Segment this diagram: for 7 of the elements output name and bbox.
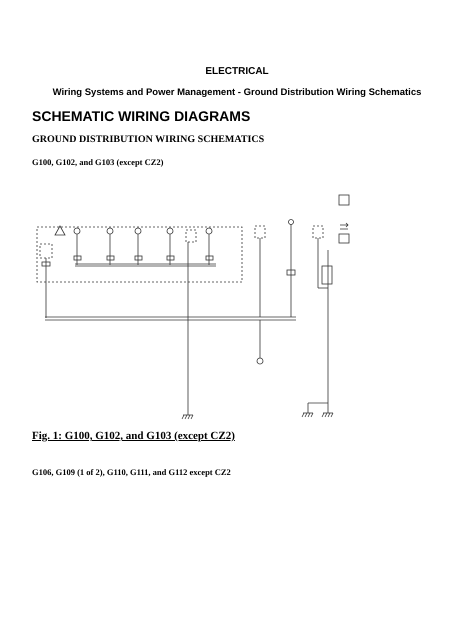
heading-text: G106, G109 (1 of 2), G110, G111, and G112 except CZ2 [32, 467, 231, 477]
heading-text: SCHEMATIC WIRING DIAGRAMS [32, 108, 250, 124]
heading-text: GROUND DISTRIBUTION WIRING SCHEMATICS [32, 134, 264, 145]
figure-caption: Fig. 1: G100, G102, and G103 (except CZ2) [32, 430, 235, 442]
heading-text: G100, G102, and G103 (except CZ2) [32, 157, 164, 167]
heading-text: Wiring Systems and Power Management - Ground Distribution Wiring Schematics [52, 87, 422, 98]
page-heading: ELECTRICAL [204, 66, 270, 77]
